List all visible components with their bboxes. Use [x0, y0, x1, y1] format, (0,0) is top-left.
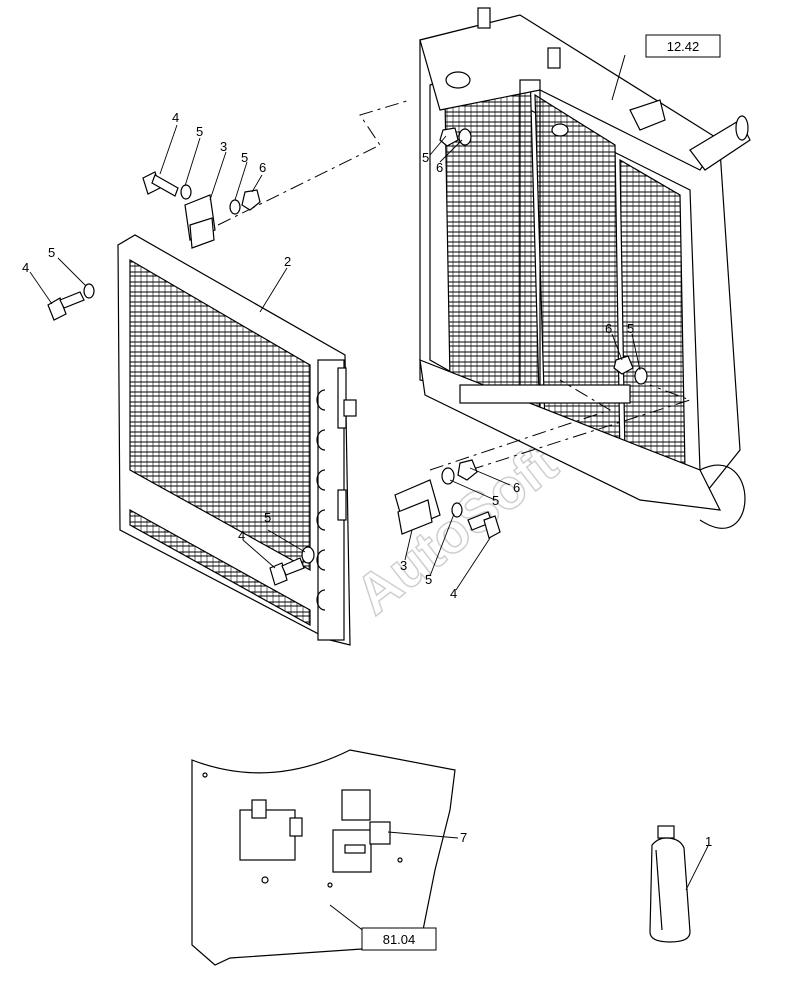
callout-5-lower-bottom: 5 [425, 572, 432, 587]
mounting-outline [217, 99, 692, 471]
callout-4-upper: 4 [172, 110, 179, 125]
control-panel [191, 749, 456, 966]
callout-3-upper: 3 [220, 139, 227, 154]
callout-2: 2 [284, 254, 291, 269]
fluid-bottle [649, 825, 691, 943]
washer-left [83, 283, 95, 299]
lower-fasteners [269, 127, 648, 586]
callout-4-lower-bottom: 4 [450, 586, 457, 601]
callout-5-radiator-upper: 5 [422, 150, 429, 165]
callout-6-upper: 6 [259, 160, 266, 175]
bolt-lower-left [269, 557, 305, 586]
relay-block-right [332, 789, 372, 873]
callout-5-upper-b: 5 [241, 150, 248, 165]
washer-lower-left [301, 546, 315, 564]
callout-5-lower-right: 5 [492, 493, 499, 508]
callout-1: 1 [705, 834, 712, 849]
washer-upper-right [229, 199, 241, 215]
panel-reference[interactable]: 81.04 [329, 904, 437, 951]
relay-block-left [239, 799, 303, 861]
washer-radiator-lower [634, 367, 648, 385]
bracket-lower [394, 479, 441, 535]
callout-6-radiator-upper: 6 [436, 160, 443, 175]
bolt-upper-left [142, 171, 179, 197]
outlet-hose [689, 119, 751, 171]
callout-5-radiator-lower: 5 [627, 321, 634, 336]
radiator-reference-label: 12.42 [667, 39, 700, 54]
radiator-assembly [419, 7, 751, 529]
relay-item-7 [369, 821, 391, 845]
filler-cap [445, 71, 471, 89]
oil-cooler [117, 234, 357, 646]
callout-7: 7 [460, 830, 467, 845]
radiator-reference[interactable]: 12.42 [611, 34, 721, 101]
upper-fasteners [47, 171, 261, 321]
nut-radiator-lower [613, 355, 634, 375]
washer-radiator-upper [458, 128, 472, 146]
washer-lower-bottom [451, 502, 463, 518]
panel-reference-label: 81.04 [383, 932, 416, 947]
callout-3-lower: 3 [400, 558, 407, 573]
callout-5-left: 5 [48, 245, 55, 260]
bracket-upper [184, 194, 216, 249]
nut-upper [241, 189, 261, 211]
bolt-left [47, 291, 85, 321]
bolt-lower-right [467, 511, 501, 539]
leader-lines [29, 124, 709, 891]
callout-6-radiator-lower: 6 [605, 321, 612, 336]
callout-labels: 4 5 3 5 6 5 4 2 5 6 6 5 6 5 5 4 3 5 4 7 … [22, 110, 712, 849]
washer-upper-left [180, 184, 192, 200]
nut-radiator-upper [439, 127, 459, 147]
callout-4-left: 4 [22, 260, 29, 275]
callout-5-upper-a: 5 [196, 124, 203, 139]
callout-5-lower-left: 5 [264, 510, 271, 525]
callout-6-lower: 6 [513, 480, 520, 495]
nut-lower [457, 459, 478, 481]
callout-4-lower-left: 4 [238, 528, 245, 543]
washer-lower-top [441, 467, 455, 485]
top-tank [419, 14, 721, 171]
